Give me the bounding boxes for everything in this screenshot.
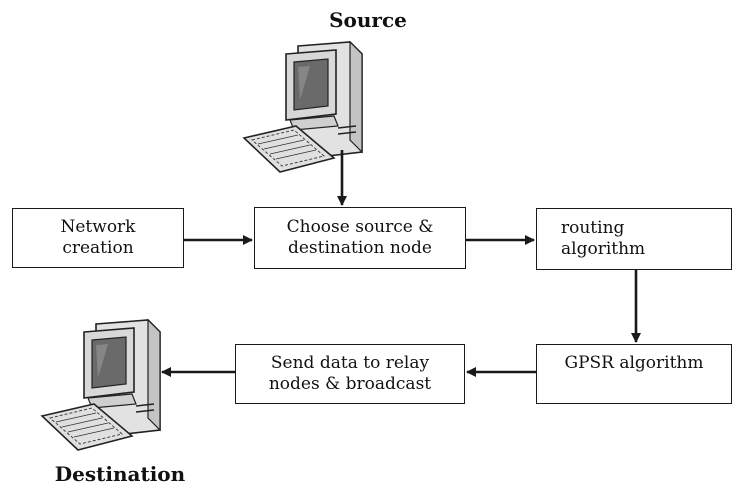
destination-label: Destination (54, 462, 186, 486)
choose-source-destination-box: Choose source & destination node (254, 207, 466, 269)
send-data-box: Send data to relay nodes & broadcast (235, 344, 465, 404)
source-label: Source (329, 8, 407, 32)
choose-source-destination-text: Choose source & destination node (286, 217, 434, 258)
network-creation-box: Network creation (12, 208, 184, 268)
routing-algorithm-box: routing algorithm (536, 208, 732, 270)
routing-algorithm-text: routing algorithm (561, 218, 646, 259)
send-data-text: Send data to relay nodes & broadcast (268, 353, 432, 394)
gpsr-algorithm-text: GPSR algorithm (564, 353, 704, 373)
gpsr-algorithm-box: GPSR algorithm (536, 344, 732, 404)
destination-computer-icon (40, 318, 161, 451)
network-creation-text: Network creation (60, 217, 136, 258)
source-computer-icon (242, 40, 363, 173)
